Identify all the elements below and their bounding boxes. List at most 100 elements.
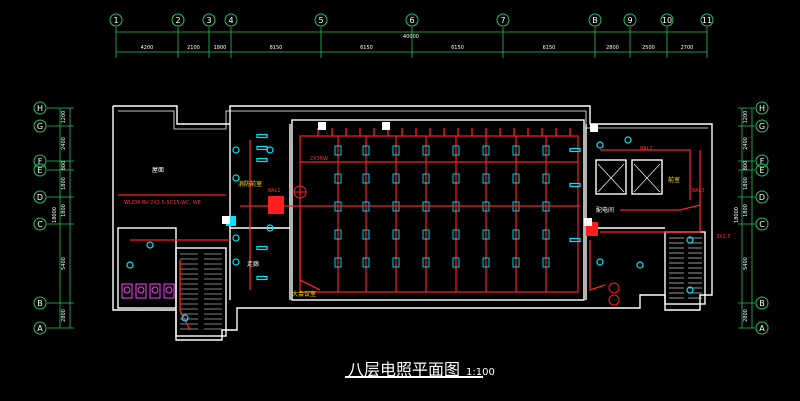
feeder-circuits <box>118 140 701 331</box>
column-markers <box>293 185 620 306</box>
panel-8al3 <box>226 216 236 226</box>
fluorescent-fixture <box>482 145 490 156</box>
light-fixture <box>624 136 632 144</box>
fluorescent-fixture <box>512 257 520 268</box>
axis-spacing-side: 1200 <box>61 111 67 124</box>
label-elec-room: 配电间 <box>596 206 614 214</box>
axis-label-side: B <box>37 299 43 308</box>
restroom <box>117 227 177 309</box>
toilet-fixture <box>121 283 133 299</box>
axis-bubble-side <box>755 321 769 335</box>
axis-label-side: C <box>759 220 765 229</box>
axis-bubble-side <box>755 296 769 310</box>
axis-spacing-top: 6150 <box>360 45 373 51</box>
switch-fixture <box>256 157 268 163</box>
fluorescent-fixture <box>542 145 550 156</box>
note3-label: 3X2.5 <box>716 234 731 240</box>
axis-total-top: 40000 <box>403 34 419 40</box>
hall-lighting-circuits <box>299 135 579 293</box>
axis-bubble-top <box>314 13 328 27</box>
fluorescent-fixture <box>392 173 400 184</box>
switch-fixture <box>256 245 268 251</box>
axis-label-side: G <box>759 122 765 131</box>
side-fixtures <box>126 133 694 322</box>
axis-spacing-side: 5400 <box>61 257 67 270</box>
axis-bubble-side <box>33 296 47 310</box>
axis-label-top: 4 <box>228 16 233 25</box>
light-fixture <box>636 261 644 269</box>
switch-fixture <box>569 147 581 153</box>
axis-label-side: D <box>37 193 43 202</box>
fluorescent-fixture <box>334 229 342 240</box>
fluorescent-fixture <box>362 173 370 184</box>
fluorescent-fixture <box>512 173 520 184</box>
light-fixture <box>596 141 604 149</box>
light-fixture <box>596 258 604 266</box>
hall-room <box>291 119 585 301</box>
fluorescent-fixture <box>362 229 370 240</box>
stair-treads <box>180 237 702 330</box>
axis-label-side: B <box>759 299 765 308</box>
axis-label-side: E <box>759 166 764 175</box>
axis-bubble-side <box>33 101 47 115</box>
fluorescent-fixture <box>362 145 370 156</box>
fluorescent-fixture <box>512 229 520 240</box>
fluorescent-fixture <box>334 145 342 156</box>
axis-spacing-side: 800 <box>61 161 67 171</box>
outer-wall <box>112 105 713 341</box>
axis-spacing-side: 2400 <box>61 137 67 150</box>
note2-label: 8AL3 <box>692 188 705 194</box>
fluorescent-fixture <box>452 257 460 268</box>
axis-label-top: 2 <box>175 16 180 25</box>
axis-spacing-top: 8150 <box>270 45 283 51</box>
axis-bubble-top <box>623 13 637 27</box>
axis-label-side: D <box>759 193 765 202</box>
fluorescent-fixture <box>542 257 550 268</box>
axis-spacing-side: 1800 <box>61 204 67 217</box>
drawing-scale: 1:100 <box>466 367 495 378</box>
fluorescent-fixture <box>392 229 400 240</box>
label-hall: 大会议室 <box>292 290 316 298</box>
title-underline <box>345 376 483 378</box>
axis-bubble-top <box>496 13 510 27</box>
axis-label-side: A <box>759 324 765 333</box>
axis-label-top: 9 <box>627 16 632 25</box>
building-walls <box>112 105 713 341</box>
elevator-1 <box>595 159 627 195</box>
axis-spacing-top: 2700 <box>681 45 694 51</box>
panel1-label: 8AL1 <box>268 188 281 194</box>
switch-fixture <box>256 275 268 281</box>
axis-bubble-side <box>33 217 47 231</box>
axis-bubble-side <box>755 217 769 231</box>
light-fixture <box>232 146 240 154</box>
axis-bubble-side <box>33 154 47 168</box>
axis-bubble-side <box>755 163 769 177</box>
axis-bubble-top <box>202 13 216 27</box>
axis-spacing-top: 2100 <box>187 45 200 51</box>
fluorescent-fixture <box>422 145 430 156</box>
note1-label: 2X36W <box>310 156 328 162</box>
fluorescent-fixture <box>542 229 550 240</box>
light-fixture <box>266 146 274 154</box>
light-fixture <box>232 258 240 266</box>
hall-light-fixtures <box>317 128 571 268</box>
axis-bubble-top <box>588 13 602 27</box>
label-corridor: 走廊 <box>247 260 259 268</box>
axis-bubble-top <box>405 13 419 27</box>
light-fixture <box>232 234 240 242</box>
axis-bubble-side <box>33 119 47 133</box>
axis-spacing-side: 1800 <box>61 177 67 190</box>
axis-label-side: H <box>759 104 765 113</box>
axis-label-side: H <box>37 104 43 113</box>
fluorescent-fixture <box>512 145 520 156</box>
axis-spacing-top: 6150 <box>543 45 556 51</box>
axis-bubble-top <box>171 13 185 27</box>
axis-spacing-top: 2800 <box>606 45 619 51</box>
toilet-fixture <box>163 283 175 299</box>
panel-8al1 <box>268 196 284 214</box>
light-fixture <box>266 224 274 232</box>
light-fixture <box>181 314 189 322</box>
fluorescent-fixture <box>422 173 430 184</box>
axis-spacing-top: 4200 <box>141 45 154 51</box>
